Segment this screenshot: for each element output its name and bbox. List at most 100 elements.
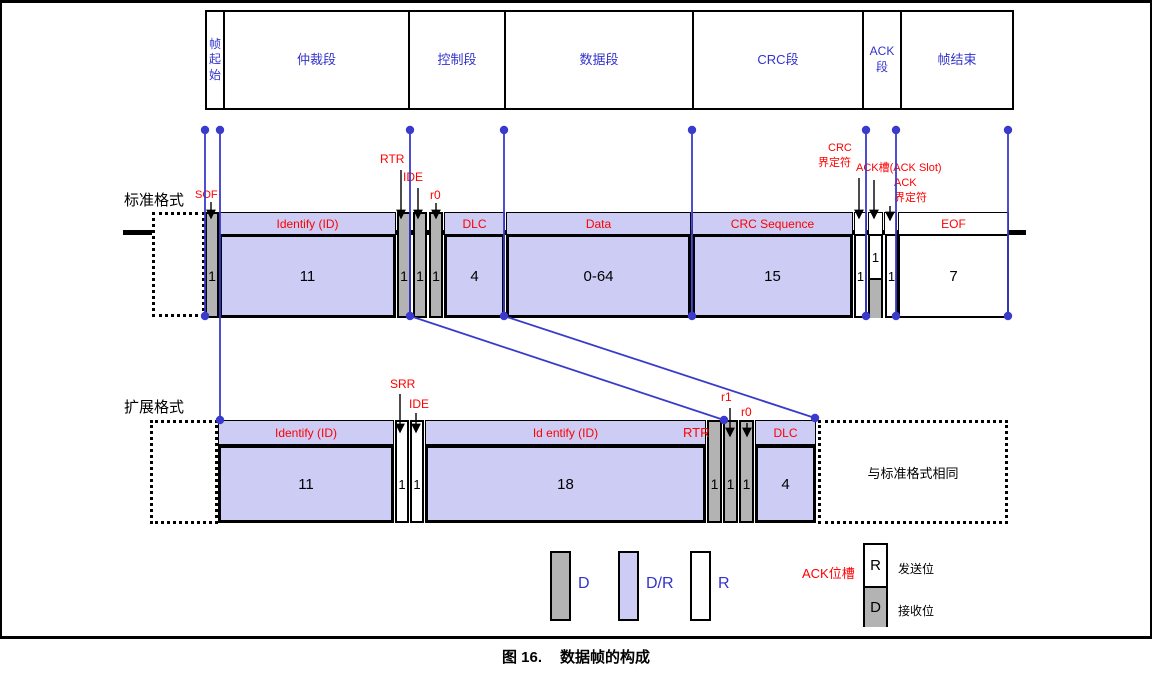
ext-rtr-bit: 1 <box>707 420 722 523</box>
ext-r0-bits: 1 <box>742 476 751 492</box>
ext-r0-tag: r0 <box>741 405 752 419</box>
legend-dr-swatch <box>618 551 639 621</box>
header-arbitration: 仲裁段 <box>223 10 410 110</box>
legend-stack-d-label: D <box>870 599 881 616</box>
std-rtr-bits: 1 <box>400 268 408 284</box>
ext-same-as-standard-note: 与标准格式相同 <box>867 465 959 481</box>
header-crc: CRC段 <box>692 10 864 110</box>
map-line-arbitration-to-ext <box>409 315 725 421</box>
header-crc-label: CRC段 <box>757 51 799 67</box>
std-sof-bits: 1 <box>208 268 216 284</box>
ext-ide-bit: 1 <box>410 420 424 523</box>
ext-srr-tag: SRR <box>390 377 416 391</box>
std-rtr-tag: RTR <box>380 152 405 166</box>
ext-srr-bits: 1 <box>398 476 406 492</box>
std-data-label: Data <box>585 216 612 231</box>
legend-ack-stack: R D <box>863 543 888 627</box>
legend-stack-r-label: R <box>870 557 881 574</box>
std-crc-delim-box: 1 <box>854 234 867 318</box>
std-id-bits: 11 <box>299 267 316 285</box>
legend-receive-label: 接收位 <box>898 604 935 618</box>
legend-dr-label: D/R <box>646 575 674 592</box>
std-ack-delim-tag-line1: ACK <box>894 177 917 189</box>
header-frame-end: 帧结束 <box>900 10 1014 110</box>
std-sof-tag: SOF <box>195 189 218 201</box>
ext-r1-bits: 1 <box>726 476 735 492</box>
map-line-control-to-ext <box>503 315 816 419</box>
figure-caption-prefix: 图 16. <box>501 649 542 666</box>
extended-left-dotted-box <box>150 420 218 524</box>
std-ack-slot-bits: 1 <box>871 249 880 265</box>
std-strip-dlc: DLC <box>444 212 505 235</box>
ext-strip-dlc: DLC <box>755 420 816 445</box>
ext-dlc-label: DLC <box>773 425 798 440</box>
std-dlc-bits: 4 <box>470 267 479 285</box>
std-sof-bit: 1 <box>205 212 219 318</box>
std-eof-bits: 7 <box>949 267 958 285</box>
std-ide-bits: 1 <box>416 268 424 284</box>
header-frame-start: 帧起始 <box>205 10 225 110</box>
legend-r-label: R <box>718 575 730 592</box>
std-r0-bits: 1 <box>432 268 440 284</box>
ext-dlc-bits: 4 <box>781 475 790 493</box>
ext-r1-tag: r1 <box>721 390 732 404</box>
ext-strip-id2: Id entify (ID) <box>425 420 706 445</box>
header-ack: ACK段 <box>862 10 902 110</box>
std-id-box: 11 <box>219 234 396 318</box>
ext-r0-bit: 1 <box>739 420 754 523</box>
header-control: 控制段 <box>408 10 506 110</box>
std-ack-slot-transmit-half: 1 <box>870 236 881 278</box>
std-strip-ack-slot <box>868 212 883 235</box>
ext-dlc-box: 4 <box>755 445 816 523</box>
ext-id2-label: Id entify (ID) <box>532 425 599 440</box>
std-ack-delim-bits: 1 <box>887 268 896 284</box>
ext-id1-box: 11 <box>218 445 394 523</box>
std-ack-slot-tag: ACK槽(ACK Slot) <box>856 162 942 174</box>
std-strip-crc-delim <box>854 212 867 235</box>
ext-strip-id1: Identify (ID) <box>218 420 394 445</box>
std-crc-delim-tag-line2: 界定符 <box>818 157 851 169</box>
legend-transmit-label: 发送位 <box>898 562 935 576</box>
ext-id1-label: Identify (ID) <box>274 425 337 440</box>
std-crc-bits: 15 <box>764 267 781 285</box>
frame-border-top <box>0 0 1152 3</box>
ext-ide-bits: 1 <box>413 476 421 492</box>
frame-border-right <box>1150 0 1152 639</box>
std-ide-tag: IDE <box>403 170 424 184</box>
ext-rtr-bits: 1 <box>710 476 719 492</box>
std-crc-delim-bits: 1 <box>856 268 865 284</box>
figure-caption-text: 数据帧的构成 <box>560 649 651 666</box>
std-ack-slot-receive-half <box>870 278 881 318</box>
header-arbitration-label: 仲裁段 <box>296 51 336 67</box>
std-crc-box: 15 <box>692 234 853 318</box>
std-strip-ack-delim <box>884 212 897 235</box>
frame-border-left <box>0 0 2 639</box>
std-id-label: Identify (ID) <box>276 216 339 231</box>
frame-border-bottom <box>0 636 1152 639</box>
std-dlc-box: 4 <box>444 234 505 318</box>
std-r0-bit: 1 <box>429 212 443 318</box>
ext-srr-bit: 1 <box>395 420 409 523</box>
ext-id1-bits: 11 <box>298 475 314 493</box>
std-crc-label: CRC Sequence <box>730 216 815 231</box>
extended-format-title: 扩展格式 <box>124 399 185 416</box>
std-strip-data: Data <box>506 212 691 235</box>
std-crc-delim-tag-line1: CRC <box>828 142 852 154</box>
std-ack-delim-tag-line2: 界定符 <box>894 192 927 204</box>
std-strip-crc: CRC Sequence <box>692 212 853 235</box>
standard-format-title: 标准格式 <box>124 192 185 209</box>
legend-ack-stack-transmit: R <box>865 545 886 586</box>
std-ide-bit: 1 <box>413 212 427 318</box>
std-rtr-bit: 1 <box>397 212 411 318</box>
ext-id2-bits: 18 <box>557 475 574 493</box>
std-r0-tag: r0 <box>430 188 441 202</box>
standard-left-dotted-box <box>152 212 205 317</box>
std-strip-id: Identify (ID) <box>219 212 396 235</box>
std-eof-box: 7 <box>898 234 1009 318</box>
ext-id2-box: 18 <box>425 445 706 523</box>
std-data-box: 0-64 <box>506 234 691 318</box>
std-ack-slot-box: 1 <box>868 234 883 318</box>
header-ack-label: ACK段 <box>869 44 895 74</box>
header-data-label: 数据段 <box>579 51 619 67</box>
